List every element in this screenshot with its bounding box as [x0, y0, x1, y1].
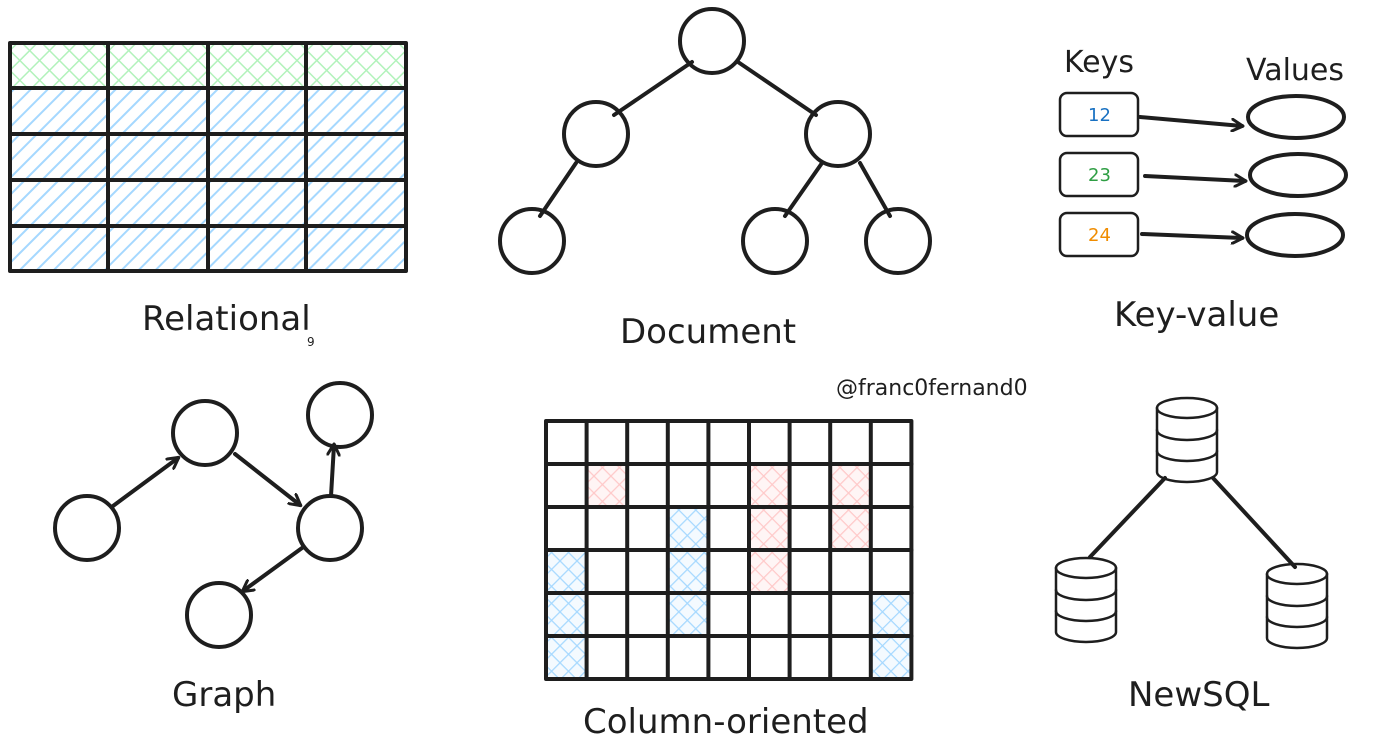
- key-value-pair: 23: [1058, 151, 1348, 198]
- graph-node: [296, 494, 364, 562]
- graph-node: [306, 381, 374, 449]
- graph-node: [171, 399, 239, 467]
- column-grid-filled-cell: [830, 507, 871, 550]
- key-value-key: 24: [1088, 225, 1111, 246]
- column-grid-filled-cell: [667, 593, 709, 636]
- values-header: Values: [1246, 53, 1344, 88]
- graph-node: [53, 494, 121, 562]
- key-value-store: Keys Values 12 23 24: [1058, 45, 1348, 258]
- key-box: [1058, 91, 1140, 138]
- column-grid-filled-cell: [546, 593, 587, 636]
- newsql-label: NewSQL: [1128, 675, 1270, 715]
- newsql-cluster: [1054, 396, 1329, 650]
- document-leaf-node: [498, 207, 566, 275]
- author-handle: @franc0fernand0: [836, 376, 1028, 401]
- document-root-node: [678, 7, 746, 75]
- database-cylinder-icon: [1054, 556, 1118, 644]
- value-ellipse: [1246, 94, 1346, 140]
- key-value-key: 12: [1088, 105, 1111, 126]
- keys-header: Keys: [1064, 45, 1134, 80]
- document-node: [804, 100, 872, 168]
- column-grid-filled-cell: [749, 464, 790, 507]
- column-grid-filled-cell: [749, 507, 790, 550]
- key-value-label: Key-value: [1114, 295, 1279, 335]
- column-oriented-label: Column-oriented: [583, 702, 869, 742]
- value-ellipse: [1248, 152, 1348, 198]
- column-grid-filled-cell: [546, 550, 587, 593]
- key-box: [1058, 211, 1140, 258]
- key-box: [1058, 151, 1140, 198]
- database-cylinder-icon: [1265, 562, 1329, 650]
- column-grid-filled-cell: [546, 636, 587, 679]
- column-grid-filled-cell: [830, 464, 871, 507]
- column-oriented-grid: [544, 419, 914, 681]
- column-grid-filled-cell: [870, 636, 912, 679]
- document-node: [562, 100, 630, 168]
- document-leaf-node: [864, 207, 932, 275]
- value-ellipse: [1245, 212, 1345, 258]
- column-grid-filled-cell: [586, 464, 628, 507]
- key-value-pair: 24: [1058, 211, 1345, 258]
- graph-node: [185, 581, 253, 649]
- document-label: Document: [620, 312, 796, 352]
- relational-table: [8, 41, 408, 273]
- key-value-pair: 12: [1058, 91, 1346, 140]
- database-cylinder-icon: [1155, 396, 1219, 484]
- relational-mark: 9: [307, 335, 315, 349]
- graph-label: Graph: [172, 675, 276, 715]
- key-value-key: 23: [1088, 165, 1111, 186]
- relational-label: Relational: [142, 299, 311, 339]
- column-grid-filled-cell: [667, 507, 709, 550]
- document-tree: [498, 7, 932, 275]
- column-grid-filled-cell: [667, 550, 709, 593]
- column-grid-filled-cell: [749, 550, 790, 593]
- graph-network: [53, 381, 374, 649]
- column-grid-filled-cell: [870, 593, 912, 636]
- document-leaf-node: [741, 207, 809, 275]
